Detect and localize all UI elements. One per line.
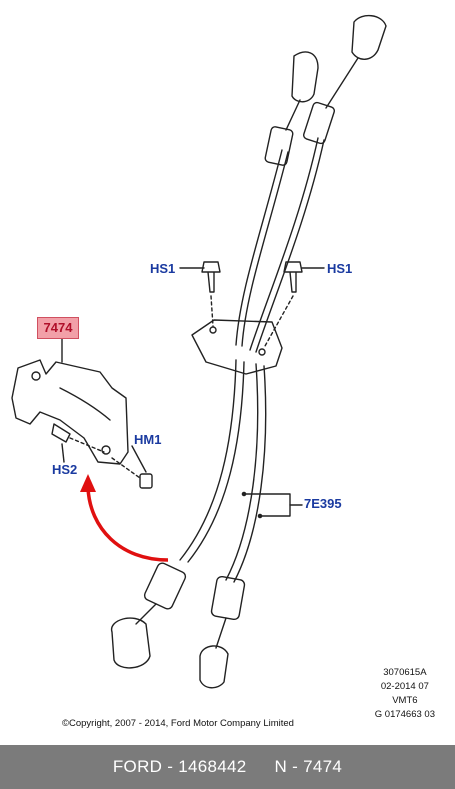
lower-knob-right [199,645,229,689]
upper-end-left [291,51,319,103]
drawing-metadata: 3070615A 02-2014 07 VMT6 G 0174663 03 [375,666,435,722]
cable-d-outer [233,365,267,583]
lower-knob-left [111,617,151,669]
hs2-bolt [51,423,71,443]
hs2-callout: HS2 [52,462,78,477]
bracket-7474 [11,359,129,465]
drawing-date: 02-2014 07 [380,681,429,692]
cable-assembly-diagram [11,15,387,689]
upper-fitting-right [303,101,335,145]
upper-end-right [351,15,387,60]
hs1-callout-right: HS1 [327,261,353,276]
drawing-ref: G 0174663 03 [374,709,435,720]
cable-a-outer [241,151,289,347]
hm1-callout: HM1 [134,432,162,447]
arrow-head [80,474,96,492]
hs1-callout-left: HS1 [150,261,176,276]
cable-c [179,359,237,561]
cable-b [249,137,319,351]
hs1-bolt-right [283,261,303,293]
cable-d [225,363,259,581]
cable-callout: 7E395 [304,496,342,511]
cable-a [235,149,283,346]
lower-fitting-right [210,575,246,621]
cable-b-outer [255,139,325,353]
center-bracket [191,319,283,375]
cable-c-outer [187,361,245,563]
copyright-notice: ©Copyright, 2007 - 2014, Ford Motor Comp… [62,718,294,729]
drawing-number: 3070615A [383,667,427,678]
part-number-label: 7474 [37,317,79,339]
footer-part-number: FORD - 1468442 [112,757,247,776]
assembly-arrow [86,487,169,562]
hs1-bolt-left [201,261,221,293]
upper-fitting-left [264,126,294,166]
drawing-model: VMT6 [392,695,418,706]
footer-reference: N - 7474 [274,757,343,776]
footer-bar: FORD - 1468442 N - 7474 [0,745,455,789]
lower-fitting-left [143,562,187,610]
hm1-nut [139,473,153,489]
